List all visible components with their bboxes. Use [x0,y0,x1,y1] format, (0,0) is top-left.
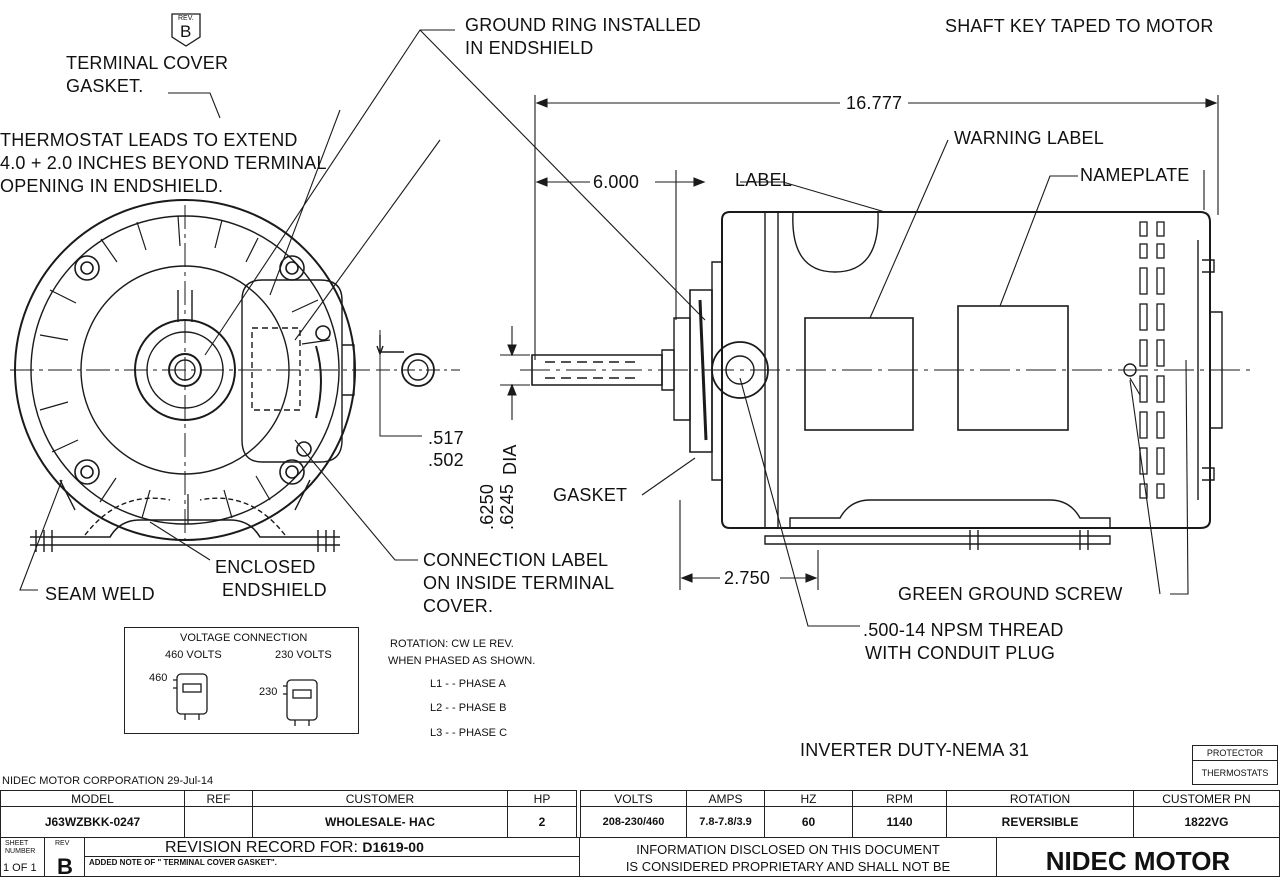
callout-ground-ring-line1: GROUND RING INSTALLED [465,15,701,35]
rev-label: REV [55,840,70,847]
inverter-duty-note: INVERTER DUTY-NEMA 31 [800,740,1030,760]
hdr-model: MODEL [0,790,185,807]
revision-note: ADDED NOTE OF " TERMINAL COVER GASKET". [89,858,277,867]
hdr-rpm: RPM [852,790,947,807]
callout-warning-label: WARNING LABEL [954,128,1104,148]
brand-name: NIDEC MOTOR [1045,846,1231,876]
revision-record-label: REVISION RECORD FOR: [165,839,358,856]
rotation-line1: ROTATION: CW LE REV. [390,638,514,650]
revision-record-cell: REVISION RECORD FOR: D1619-00 [84,837,580,857]
dim-key-width-max: .517 [428,428,464,448]
rev-badge-letter: B [180,22,192,41]
callout-terminal-cover-line1: TERMINAL COVER [66,53,229,73]
dim-dia-label: DIA [500,444,520,475]
sheet-value: 1 OF 1 [3,862,37,874]
callout-green-ground-screw: GREEN GROUND SCREW [898,584,1123,604]
dim-key-width-min: .502 [428,450,464,470]
voltage-title: VOLTAGE CONNECTION [180,632,308,644]
dim-overall-length: 16.777 [843,93,906,114]
hdr-customer-pn: CUSTOMER PN [1133,790,1280,807]
val-hz: 60 [764,806,853,838]
hdr-customer: CUSTOMER [252,790,508,807]
rev-value: B [57,854,73,879]
proprietary-line1: INFORMATION DISCLOSED ON THIS DOCUMENT [636,842,940,857]
hdr-volts: VOLTS [580,790,687,807]
sheet-cell: SHEET NUMBER 1 OF 1 [0,837,45,877]
rev-badge: REV. B [171,13,201,47]
dim-shaft-dia-min: .6245 [497,483,517,530]
voltage-connection-box: VOLTAGE CONNECTION 460 VOLTS 230 VOLTS 4… [124,627,359,734]
rev-badge-shape [171,13,201,47]
rotation-phase-c: L3 - - PHASE C [430,727,508,739]
rotation-phase-a: L1 - - PHASE A [430,678,506,690]
dim-shaft-dia-max: .6250 [477,483,497,530]
callout-gasket: GASKET [553,485,628,505]
callout-nameplate: NAMEPLATE [1080,165,1190,185]
callout-enclosed-line2: ENDSHIELD [222,580,327,600]
hdr-rotation: ROTATION [946,790,1134,807]
callout-npsm-line2: WITH CONDUIT PLUG [865,643,1056,663]
val-hp: 2 [507,806,577,838]
brand-cell: NIDEC MOTOR [996,837,1280,877]
callout-enclosed-line1: ENCLOSED [215,557,316,577]
callout-terminal-cover-line2: GASKET. [66,76,144,96]
callout-thermostat-line3: OPENING IN ENDSHIELD. [0,176,224,196]
dim-shaft-length: 6.000 [593,172,640,192]
rotation-phase-b: L2 - - PHASE B [430,702,507,714]
protector-value: THERMOSTATS [1201,768,1269,778]
voltage-low-label: 230 VOLTS [275,649,332,661]
callout-thermostat-line1: THERMOSTAT LEADS TO EXTEND [0,130,298,150]
rev-badge-small: REV. [178,15,194,22]
leader-lines [19,29,1189,627]
revision-note-cell: ADDED NOTE OF " TERMINAL COVER GASKET". [84,856,580,877]
val-ref [184,806,253,838]
hdr-hz: HZ [764,790,853,807]
callout-thermostat-line2: 4.0 + 2.0 INCHES BEYOND TERMINAL [0,153,327,173]
dimension-lines [500,95,1219,590]
sheet-label: SHEET NUMBER [5,840,36,855]
val-volts: 208-230/460 [580,806,687,838]
val-customer: WHOLESALE- HAC [252,806,508,838]
callout-ground-ring-line2: IN ENDSHIELD [465,38,594,58]
dim-conduit-offset: 2.750 [724,568,771,588]
protector-header: PROTECTOR [1193,746,1277,761]
hdr-hp: HP [507,790,577,807]
proprietary-cell: INFORMATION DISCLOSED ON THIS DOCUMENT I… [579,837,997,877]
voltage-low-tag: 230 [259,686,278,698]
protector-box: PROTECTOR THERMOSTATS [1192,745,1278,785]
val-rpm: 1140 [852,806,947,838]
callout-label: LABEL [735,170,793,190]
voltage-high-label: 460 VOLTS [165,649,222,661]
val-customer-pn: 1822VG [1133,806,1280,838]
end-view [10,199,370,552]
val-amps: 7.8-7.8/3.9 [686,806,765,838]
callout-connection-line2: ON INSIDE TERMINAL [423,573,615,593]
voltage-high-tag: 460 [149,672,168,684]
hdr-amps: AMPS [686,790,765,807]
revision-record-id: D1619-00 [362,839,424,855]
callout-npsm-line1: .500-14 NPSM THREAD [863,620,1064,640]
company-date: NIDEC MOTOR CORPORATION 29-Jul-14 [2,775,214,787]
side-view [520,211,1255,550]
val-rotation: REVERSIBLE [946,806,1134,838]
rev-cell: REV B [44,837,85,879]
proprietary-line2: IS CONSIDERED PROPRIETARY AND SHALL NOT … [625,859,951,874]
callout-connection-line1: CONNECTION LABEL [423,550,609,570]
callout-seam-weld: SEAM WELD [45,584,155,604]
callout-connection-line3: COVER. [423,596,494,616]
shaft-key-section [376,330,460,437]
hdr-ref: REF [184,790,253,807]
val-model: J63WZBKK-0247 [0,806,185,838]
voltage-connection-icons [173,673,318,726]
rotation-line2: WHEN PHASED AS SHOWN. [388,655,536,667]
callout-shaft-key: SHAFT KEY TAPED TO MOTOR [945,16,1214,36]
